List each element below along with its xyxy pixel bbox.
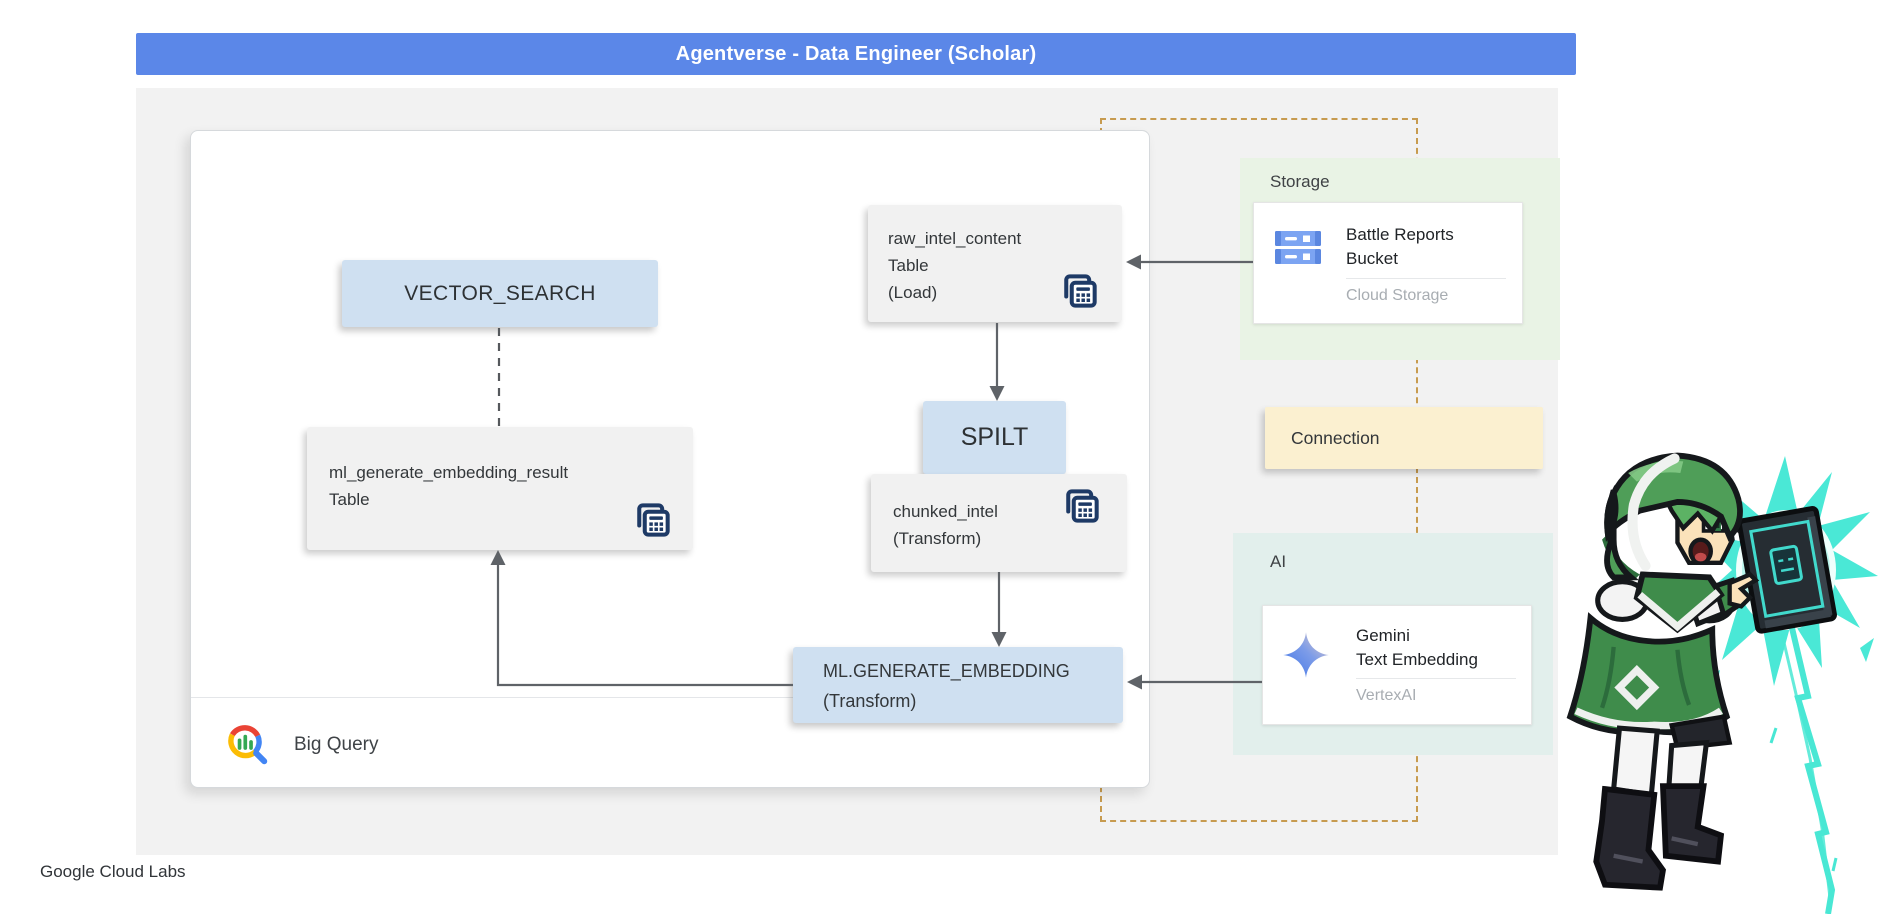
chunked-intel-line1: chunked_intel	[893, 502, 998, 521]
vector-search-node: VECTOR_SEARCH	[342, 260, 658, 327]
ai-card-subtitle: VertexAI	[1356, 687, 1417, 704]
ml-generate-embedding-node: ML.GENERATE_EMBEDDING (Transform)	[793, 647, 1123, 723]
card-divider	[1346, 278, 1506, 279]
ai-card-title-line2: Text Embedding	[1356, 650, 1478, 669]
bigquery-label: Big Query	[294, 734, 379, 755]
page-title: Agentverse - Data Engineer (Scholar)	[675, 42, 1037, 65]
bigquery-footer-divider	[191, 697, 1075, 698]
table-icon	[637, 503, 670, 537]
battle-reports-bucket-card: Battle Reports Bucket Cloud Storage	[1253, 202, 1523, 324]
storage-card-subtitle: Cloud Storage	[1346, 287, 1449, 304]
ml-result-line2: Table	[329, 490, 370, 509]
ml-result-line1: ml_generate_embedding_result	[329, 463, 569, 482]
raw-intel-table-node: raw_intel_content Table (Load)	[868, 205, 1122, 322]
scholar-mage-sprite	[1566, 452, 1878, 914]
ai-card-title-line1: Gemini	[1356, 626, 1410, 645]
storage-section-label: Storage	[1270, 172, 1330, 191]
connection-label: Connection	[1291, 427, 1380, 448]
gemini-card: Gemini Text Embedding VertexAI	[1262, 605, 1532, 725]
spilt-label: SPILT	[960, 423, 1029, 451]
raw-intel-line1: raw_intel_content	[888, 229, 1022, 248]
gemini-spark-icon	[1283, 632, 1329, 678]
table-icon	[1064, 274, 1097, 308]
cloud-storage-icon	[1275, 231, 1321, 264]
chunked-intel-line2: (Transform)	[893, 529, 982, 548]
ml-result-table-node: ml_generate_embedding_result Table	[307, 427, 693, 550]
raw-intel-line3: (Load)	[888, 283, 938, 302]
ml-generate-line2: (Transform)	[823, 691, 917, 711]
raw-intel-line2: Table	[888, 256, 929, 275]
chunked-intel-table-node: chunked_intel (Transform)	[871, 474, 1127, 572]
ai-section-label: AI	[1270, 552, 1287, 571]
connection-node: Connection	[1265, 407, 1543, 469]
ml-generate-line1: ML.GENERATE_EMBEDDING	[823, 661, 1070, 681]
storage-card-title-line2: Bucket	[1346, 249, 1398, 268]
title-bar: Agentverse - Data Engineer (Scholar)	[136, 33, 1576, 75]
card-divider	[1356, 678, 1516, 679]
storage-card-title-line1: Battle Reports	[1346, 225, 1454, 244]
bigquery-footer: Big Query	[222, 716, 622, 774]
spilt-node: SPILT	[923, 401, 1066, 474]
vector-search-label: VECTOR_SEARCH	[404, 281, 596, 305]
table-icon	[1066, 489, 1099, 523]
bigquery-logo	[228, 725, 268, 765]
brand-label: Google Cloud Labs	[40, 862, 186, 881]
